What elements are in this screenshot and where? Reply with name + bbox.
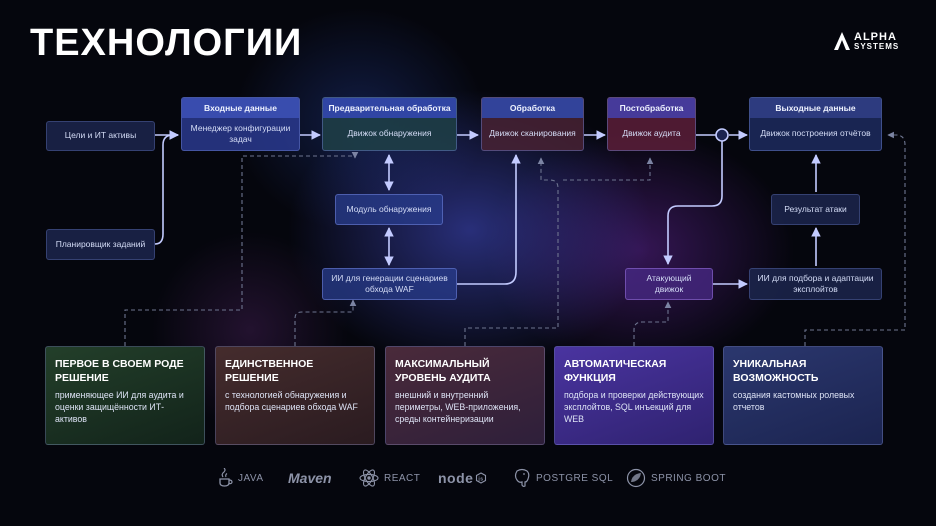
attack-result-node: Результат атаки xyxy=(771,194,860,225)
feature-card: Автоматическая функция подбора и проверк… xyxy=(554,346,714,445)
feature-card-title: Максимальный уровень аудита xyxy=(395,358,491,384)
feature-card: Единственное решение с технологией обнар… xyxy=(215,346,375,445)
waf-ai-label: ИИ для генерации сценариев обхода WAF xyxy=(331,272,448,294)
exploit-ai-node: ИИ для подбора и адаптации эксплойтов xyxy=(749,268,882,300)
tech-label: JAVA xyxy=(238,472,264,484)
stage-header: Предварительная обработка xyxy=(323,98,456,118)
tech-label: POSTGRE SQL xyxy=(536,472,614,484)
company-logo: ALPHA SYSTEMS xyxy=(832,30,912,54)
arrow-junction-to-attack-engine xyxy=(663,141,723,265)
react-atom-icon xyxy=(359,469,379,487)
spring-leaf-icon xyxy=(626,468,646,488)
attack-result-label: Результат атаки xyxy=(784,203,847,214)
stage-body: Движок сканирования xyxy=(489,128,576,139)
stage-header: Входные данные xyxy=(182,98,299,118)
waf-ai-node: ИИ для генерации сценариев обхода WAF xyxy=(322,268,457,300)
dashed-card4-to-attack-engine xyxy=(633,301,672,346)
tech-label: node xyxy=(438,470,474,486)
stage-body: Движок построения отчётов xyxy=(760,128,871,139)
detection-module-node: Модуль обнаружения xyxy=(335,194,443,225)
tech-node: node js xyxy=(438,466,487,490)
java-cup-icon xyxy=(219,468,233,487)
feature-card-text: внешний и внутренний периметры, WEB-прил… xyxy=(395,390,521,425)
feature-card-text: с технологией обнаружения и подбора сцен… xyxy=(225,390,358,413)
attack-engine-label: Атакующий движок xyxy=(646,272,692,294)
arrow-scheduler-to-input xyxy=(154,130,179,245)
feature-card-title: Уникальная возможность xyxy=(733,358,819,384)
feature-card-text: применяющее ИИ для аудита и оценки защищ… xyxy=(55,390,184,425)
postgresql-elephant-icon xyxy=(514,468,530,487)
stage-preprocessing: Предварительная обработка Движок обнаруж… xyxy=(322,97,457,151)
tech-label: Maven xyxy=(288,470,332,486)
logo-text-systems: SYSTEMS xyxy=(854,42,900,51)
feature-card: Максимальный уровень аудита внешний и вн… xyxy=(385,346,545,445)
svg-text:js: js xyxy=(478,476,484,482)
tech-label: REACT xyxy=(384,472,421,484)
feature-card: Уникальная возможность создания кастомны… xyxy=(723,346,883,445)
exploit-ai-label: ИИ для подбора и адаптации эксплойтов xyxy=(757,272,874,294)
dashed-card5-to-output xyxy=(804,131,906,346)
junction-node xyxy=(715,128,729,142)
dashed-audit-link xyxy=(563,157,654,181)
stage-input-data: Входные данные Менеджер конфигурации зад… xyxy=(181,97,300,151)
stage-processing: Обработка Движок сканирования xyxy=(481,97,584,151)
stage-body: Менеджер конфигурации задач xyxy=(190,122,291,144)
stage-body: Движок аудита xyxy=(622,128,681,139)
feature-card-text: подбора и проверки действующих эксплойто… xyxy=(564,390,704,425)
dashed-card1-to-preprocessing xyxy=(124,152,359,346)
feature-card-title: Единственное решение xyxy=(225,358,314,384)
tech-spring-boot: SPRING BOOT xyxy=(626,466,726,490)
tech-java: JAVA xyxy=(217,466,264,490)
page-title: ТЕХНОЛОГИИ xyxy=(30,22,303,64)
stage-header: Обработка xyxy=(482,98,583,118)
tech-label: SPRING BOOT xyxy=(651,472,726,484)
nodejs-hexagon-icon: js xyxy=(476,472,487,484)
stage-header: Постобработка xyxy=(608,98,695,118)
detection-module-label: Модуль обнаружения xyxy=(346,203,432,214)
tech-postgresql: POSTGRE SQL xyxy=(513,466,613,490)
dashed-card3-to-scanner xyxy=(464,157,559,346)
attack-engine-node: Атакующий движок xyxy=(625,268,713,300)
stage-postprocessing: Постобработка Движок аудита xyxy=(607,97,696,151)
tech-react: REACT xyxy=(359,466,420,490)
scheduler-label: Планировщик заданий xyxy=(55,238,146,249)
stage-output-data: Выходные данные Движок построения отчёто… xyxy=(749,97,882,151)
scheduler-node: Планировщик заданий xyxy=(46,229,155,260)
arrow-waf-ai-to-scanner xyxy=(457,154,521,285)
logo-text-alpha: ALPHA xyxy=(854,31,897,43)
stage-header: Выходные данные xyxy=(750,98,881,118)
feature-card-text: создания кастомных ролевых отчетов xyxy=(733,390,855,413)
tech-maven: Maven xyxy=(288,466,332,490)
feature-card-title: Автоматическая функция xyxy=(564,358,667,384)
feature-card-title: Первое в своем роде решение xyxy=(55,358,184,384)
goals-assets-node: Цели и ИТ активы xyxy=(46,121,155,151)
stage-body: Движок обнаружения xyxy=(347,128,432,139)
feature-card: Первое в своем роде решение применяющее … xyxy=(45,346,205,445)
alpha-logo-icon xyxy=(834,32,850,50)
goals-assets-label: Цели и ИТ активы xyxy=(64,130,137,141)
dashed-card2-to-waf-ai xyxy=(294,299,357,346)
